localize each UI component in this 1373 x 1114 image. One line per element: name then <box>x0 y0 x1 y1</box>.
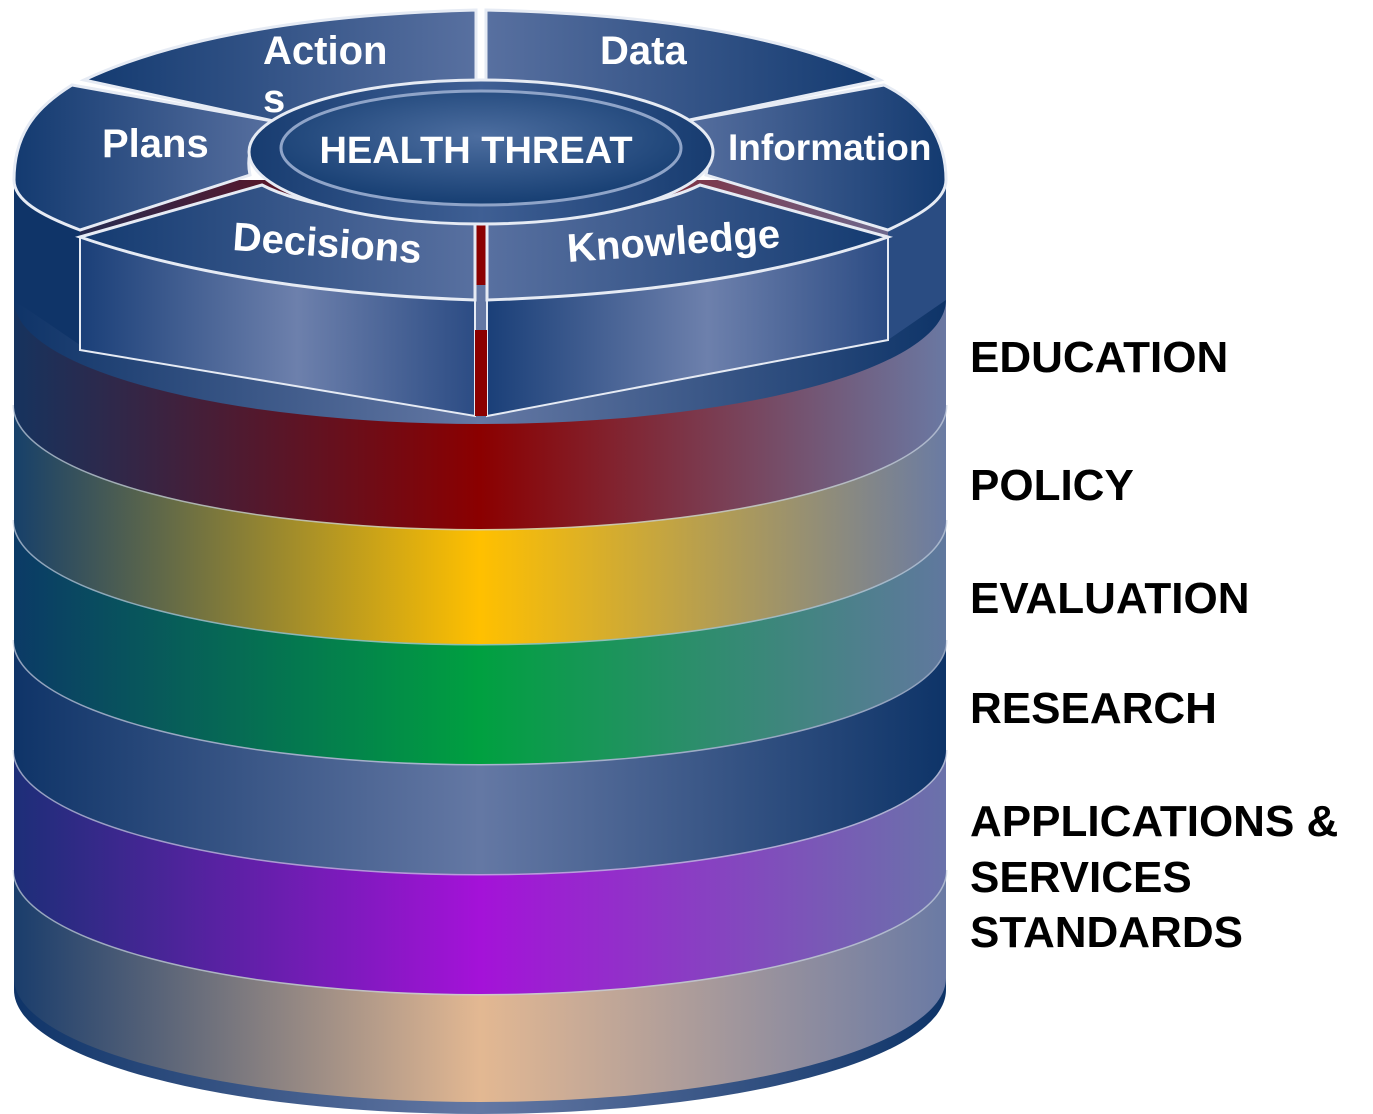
center-label: HEALTH THREAT <box>319 130 632 172</box>
layer-label-evaluation: EVALUATION <box>970 574 1250 623</box>
center-disc <box>279 89 683 207</box>
segment-label-actions-line2: s <box>263 77 285 121</box>
layer-label-applications-line2: SERVICES <box>970 853 1192 902</box>
segment-label-information: Information <box>728 127 931 168</box>
layer-label-applications-line1: APPLICATIONS & <box>970 797 1339 846</box>
segment-label-actions-line1: Action <box>263 29 387 73</box>
top-face <box>12 8 948 302</box>
layer-label-education: EDUCATION <box>970 333 1229 382</box>
layer-label-research: RESEARCH <box>970 684 1217 733</box>
segment-label-plans: Plans <box>102 122 209 166</box>
layer-label-standards: STANDARDS <box>970 908 1243 957</box>
segment-label-data: Data <box>600 29 687 73</box>
layer-label-policy: POLICY <box>970 461 1134 510</box>
